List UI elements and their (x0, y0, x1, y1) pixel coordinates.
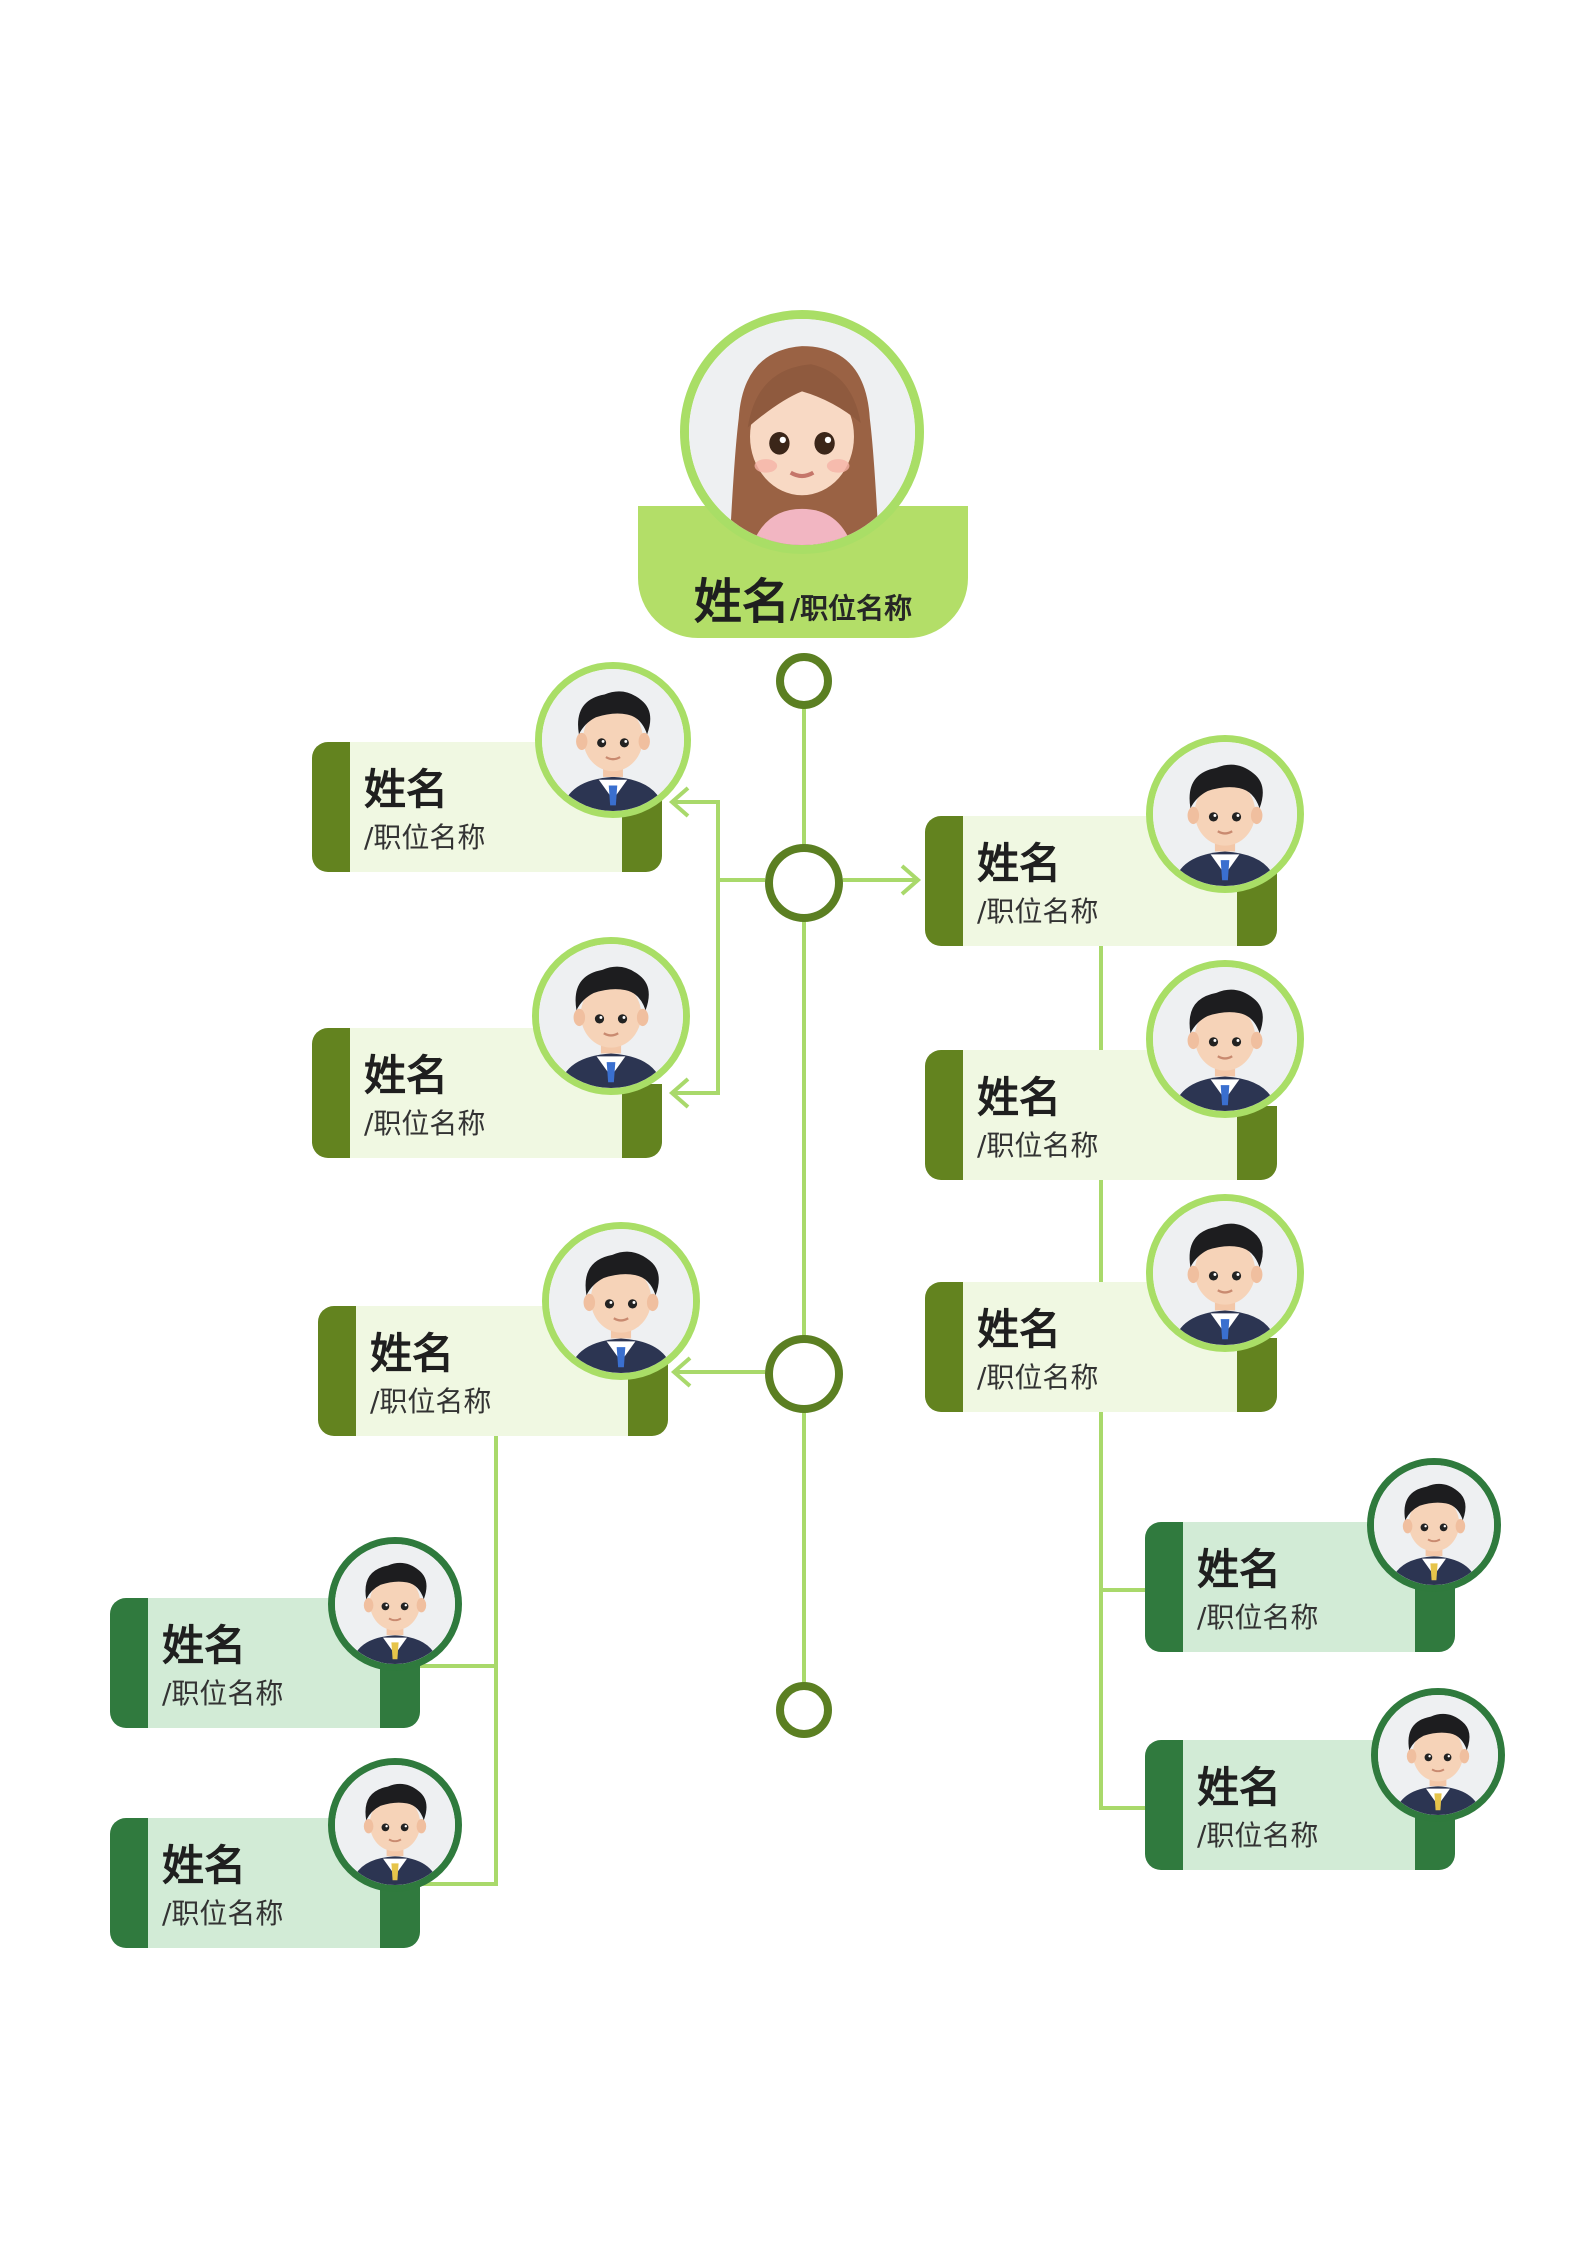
node-accent-bar (1145, 1522, 1185, 1652)
spine-node-circle (765, 1335, 843, 1413)
spine-node-circle (776, 653, 832, 709)
node-accent-bar (318, 1306, 358, 1436)
boy-avatar-icon (542, 1222, 700, 1380)
arrow-icon (668, 1077, 690, 1109)
boy-avatar-icon (532, 937, 690, 1095)
root-node-name: 姓名 (693, 574, 790, 630)
node-accent-bar (312, 742, 352, 872)
node-name: 姓名 (1197, 1545, 1282, 1594)
spine-node-circle (765, 844, 843, 922)
spine-node-circle (776, 1682, 832, 1738)
arrow-icon (900, 864, 922, 896)
node-title: /职位名称 (370, 1385, 492, 1418)
org-node-card[interactable]: 姓名/职位名称 (312, 1028, 662, 1158)
node-accent-bar (312, 1028, 352, 1158)
root-node-label: 姓名/职位名称 (638, 562, 968, 632)
node-title: /职位名称 (1197, 1601, 1319, 1634)
node-name: 姓名 (370, 1329, 455, 1378)
node-title: /职位名称 (364, 821, 486, 854)
arrow-icon (670, 1356, 692, 1388)
org-node-card[interactable]: 姓名/职位名称 (318, 1306, 668, 1436)
node-title: /职位名称 (977, 1361, 1099, 1394)
node-title: /职位名称 (977, 895, 1099, 928)
arrow-icon (668, 786, 690, 818)
node-name: 姓名 (977, 839, 1062, 888)
node-tab (622, 1084, 662, 1158)
boy-avatar-icon (1146, 1194, 1304, 1352)
node-name: 姓名 (977, 1073, 1062, 1122)
boy-avatar-icon (328, 1758, 462, 1892)
org-node-card[interactable]: 姓名/职位名称 (1145, 1522, 1455, 1652)
boy-avatar-icon (1367, 1458, 1501, 1592)
boy-avatar-icon (1371, 1688, 1505, 1822)
node-name: 姓名 (162, 1841, 247, 1890)
node-name: 姓名 (364, 1051, 449, 1100)
node-accent-bar (110, 1598, 150, 1728)
org-node-card[interactable]: 姓名/职位名称 (110, 1818, 420, 1948)
node-name: 姓名 (977, 1305, 1062, 1354)
connector-to-r5 (1099, 1412, 1145, 1810)
node-accent-bar (110, 1818, 150, 1948)
node-tab (1237, 1338, 1277, 1412)
org-node-card[interactable]: 姓名/职位名称 (110, 1598, 420, 1728)
node-accent-bar (925, 816, 965, 946)
boy-avatar-icon (1146, 960, 1304, 1118)
node-title: /职位名称 (162, 1677, 284, 1710)
girl-avatar-icon (680, 310, 924, 554)
node-title: /职位名称 (364, 1107, 486, 1140)
node-name: 姓名 (1197, 1763, 1282, 1812)
connector-to-l5 (420, 1436, 498, 1886)
boy-avatar-icon (535, 662, 691, 818)
node-accent-bar (925, 1050, 965, 1180)
node-name: 姓名 (364, 765, 449, 814)
node-title: /职位名称 (977, 1129, 1099, 1162)
connector-to-l2 (672, 880, 720, 1095)
boy-avatar-icon (328, 1537, 462, 1671)
node-title: /职位名称 (162, 1897, 284, 1930)
boy-avatar-icon (1146, 735, 1304, 893)
node-tab (1237, 1106, 1277, 1180)
node-name: 姓名 (162, 1621, 247, 1670)
node-accent-bar (925, 1282, 965, 1412)
node-title: /职位名称 (1197, 1819, 1319, 1852)
node-accent-bar (1145, 1740, 1185, 1870)
connector-to-l1 (672, 800, 765, 882)
root-node-title: /职位名称 (789, 592, 913, 625)
